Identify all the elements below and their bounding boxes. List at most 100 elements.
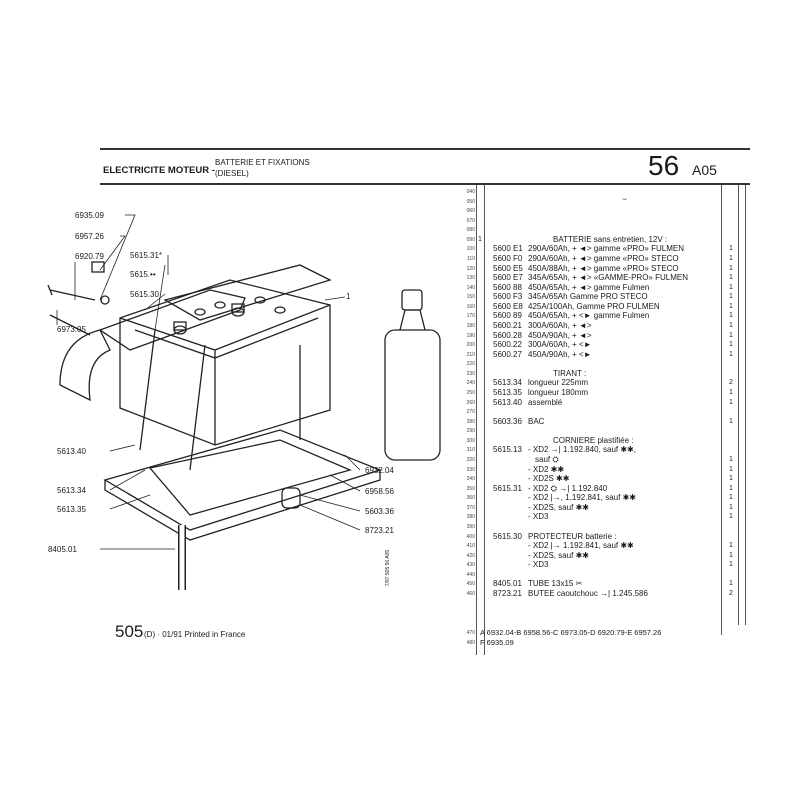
description: 450A/65Ah, + <► gamme Fulmen <box>528 311 650 321</box>
line-number: 410 <box>466 543 475 550</box>
line-number: 400 <box>466 533 475 540</box>
quantity: 2 <box>729 379 733 387</box>
part-number: 5600 E1 <box>493 244 523 254</box>
section-title: ELECTRICITE MOTEUR - <box>103 165 215 176</box>
quantity: 1 <box>729 302 733 310</box>
description: 300A/60Ah, + ◄> <box>528 320 592 330</box>
line-number: 130 <box>466 275 475 282</box>
callout-label: 5613.35 <box>57 505 86 514</box>
protector-cover <box>59 264 332 402</box>
rubber-stop <box>281 487 301 509</box>
reference-list: A 6932.04-B 6958.56-C 6973.05-D 6920.79-… <box>480 628 662 637</box>
callout-label: 6935.09 <box>75 211 104 220</box>
description: - XD2S ✱✱ <box>528 474 570 484</box>
description: 290A/60Ah, + ◄> gamme «PRO» FULMEN <box>528 244 684 254</box>
line-number: 380 <box>466 514 475 521</box>
quantity: 1 <box>729 331 733 339</box>
table-divider <box>745 185 746 625</box>
description: - XD2 ⛭ →| 1.192.840 <box>528 483 608 493</box>
description: assemblé <box>528 397 563 407</box>
part-number: 8723.21 <box>493 588 522 598</box>
line-number: 170 <box>466 313 475 320</box>
part-number: 5600 E7 <box>493 273 523 283</box>
quantity: 1 <box>729 561 733 569</box>
quantity: 1 <box>729 274 733 282</box>
line-number: 050 <box>466 198 475 205</box>
line-number: 270 <box>466 409 475 416</box>
description: BATTERIE sans entretien, 12V : <box>553 234 668 244</box>
line-number: 310 <box>466 447 475 454</box>
line-number: 040 <box>466 189 475 195</box>
quantity: 1 <box>729 312 733 320</box>
callout-label: 6932.04 <box>365 466 394 475</box>
subgroup-code: A05 <box>692 162 717 178</box>
description: CORNIERE plastifiée : <box>553 435 634 445</box>
description: - XD2S, sauf ✱✱ <box>528 550 589 560</box>
table-row: 420- XD2S, sauf ✱✱1 <box>455 551 745 561</box>
part-number: 5600.21 <box>493 320 522 330</box>
callout-label: 6957.26 <box>75 232 104 241</box>
description: - XD3 <box>528 560 549 570</box>
table-divider <box>738 185 739 625</box>
callout-label: 5603.36 <box>365 507 394 516</box>
description: - XD2 →| 1.192.840, sauf ✱✱, <box>528 445 636 455</box>
print-info: (D) · 01/91 Printed in France <box>144 630 246 639</box>
tray <box>103 429 382 541</box>
part-number: 5615.31 <box>493 483 522 493</box>
table-row: 440 <box>455 570 745 580</box>
line-number: 330 <box>466 466 475 473</box>
battery-illustration <box>119 279 331 446</box>
part-number: 5600 88 <box>493 282 522 292</box>
table-row: 040 <box>455 187 745 197</box>
line-number: 390 <box>466 523 475 530</box>
callout-label: 1 <box>346 292 351 301</box>
quantity: 2 <box>729 589 733 597</box>
description: 450A/65Ah, + ◄> gamme Fulmen <box>528 282 650 292</box>
table-row: 340- XD2S ✱✱1 <box>455 474 745 484</box>
table-row: 220 <box>455 359 745 369</box>
quantity: 1 <box>729 245 733 253</box>
description: TIRANT : <box>553 368 587 378</box>
line-number: 060 <box>466 208 475 215</box>
quantity: 1 <box>729 341 733 349</box>
description: BAC <box>528 416 545 426</box>
callout-label: 5613.40 <box>57 447 86 456</box>
description: 345A/65Ah Gamme PRO STECO <box>528 292 648 302</box>
part-number: 5600 89 <box>493 311 522 321</box>
subtitle: BATTERIE ET FIXATIONS <box>215 158 310 167</box>
quantity: 1 <box>729 388 733 396</box>
description: 425A/100Ah, Gamme PRO FULMEN <box>528 301 660 311</box>
line-number: 210 <box>466 351 475 358</box>
table-row: 170 5600 89 450A/65Ah, + <► gamme Fulmen 1 <box>455 311 745 321</box>
line-number: 420 <box>466 552 475 559</box>
quantity: 1 <box>729 503 733 511</box>
model-number: 505 <box>115 622 144 641</box>
description: - XD2 |→ 1.192.841, sauf ✱✱ <box>528 541 634 551</box>
table-row: 050 <box>455 197 745 207</box>
part-number: 5600.27 <box>493 349 522 359</box>
table-divider <box>476 185 477 655</box>
description: sauf ⛭ <box>535 454 559 464</box>
line-number: 180 <box>466 322 475 329</box>
description: longueur 180mm <box>528 387 589 397</box>
line-number: 140 <box>466 284 475 291</box>
callout-label: 8723.21 <box>365 526 394 535</box>
table-row: 070 <box>455 216 745 226</box>
line-number: 350 <box>466 485 475 492</box>
quantity: 1 <box>729 465 733 473</box>
bottle <box>384 289 441 461</box>
part-number: 5600 E8 <box>493 301 523 311</box>
